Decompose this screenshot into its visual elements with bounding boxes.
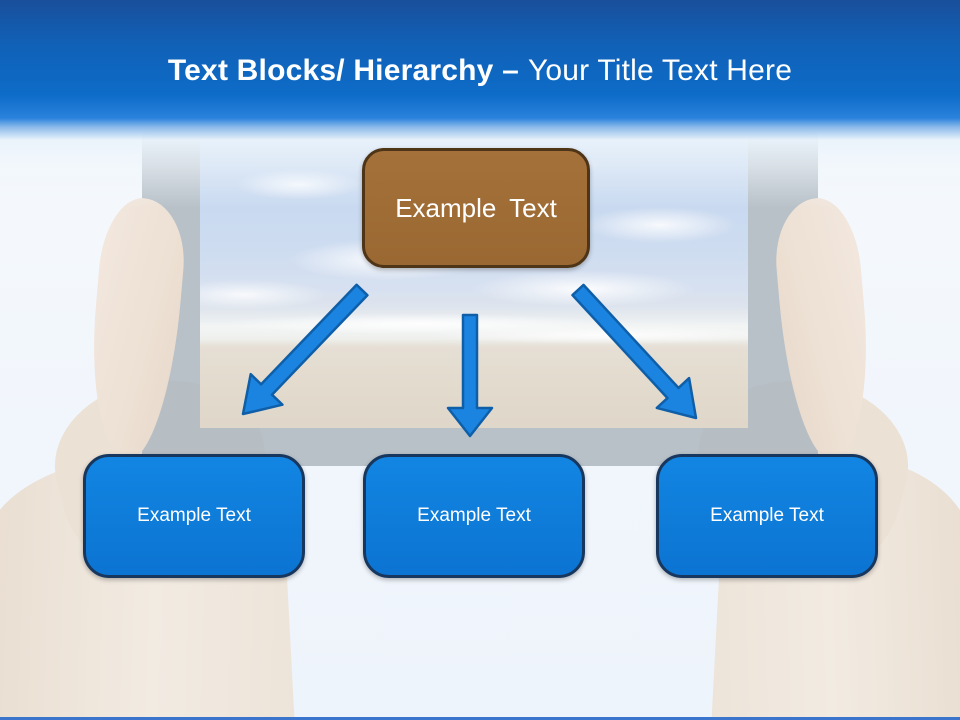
child-text-block-2-label: Example Text <box>417 505 531 526</box>
arrow-down-right-icon <box>571 283 698 420</box>
arrow-down-icon <box>446 313 494 438</box>
root-text-block-label: Example Text <box>395 192 557 223</box>
child-text-block-1-label: Example Text <box>137 505 251 526</box>
child-text-block-3-label: Example Text <box>710 505 824 526</box>
footer-accent-bar <box>0 717 960 720</box>
child-text-block-2[interactable]: Example Text <box>363 454 585 578</box>
child-text-block-1[interactable]: Example Text <box>83 454 305 578</box>
connector-arrows <box>241 283 698 438</box>
root-text-block[interactable]: Example Text <box>362 148 590 268</box>
arrow-down-left-icon <box>241 283 369 416</box>
child-text-block-3[interactable]: Example Text <box>656 454 878 578</box>
